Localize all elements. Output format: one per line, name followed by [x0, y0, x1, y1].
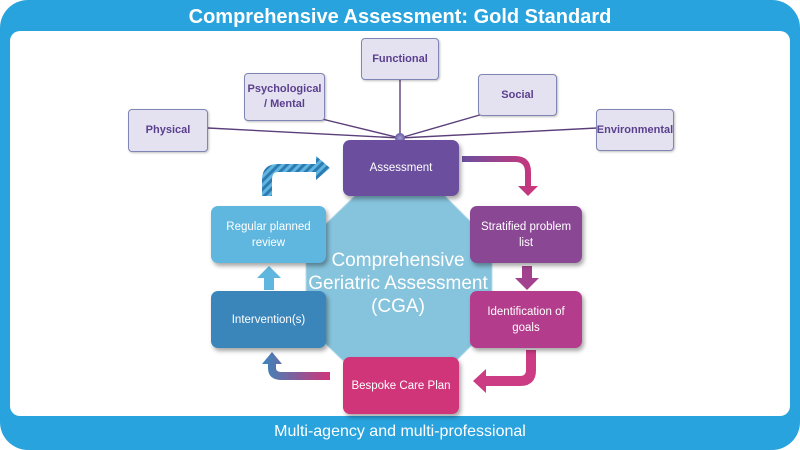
footer-caption: Multi-agency and multi-professional — [274, 423, 526, 440]
arrow-assessment-to-problem-list — [462, 156, 538, 196]
arrow-problem-list-to-goals — [515, 266, 539, 290]
cga-center-label: Comprehensive Geriatric Assessment (CGA) — [308, 249, 488, 317]
domain-physical: Physical — [128, 109, 208, 152]
domain-social: Social — [478, 74, 557, 116]
step-identification-of-goals: Identification of goals — [470, 291, 582, 348]
diagram-title: Comprehensive Assessment: Gold Standard — [188, 6, 612, 28]
step-bespoke-care-plan: Bespoke Care Plan — [343, 357, 459, 414]
step-regular-planned-review: Regular planned review — [211, 206, 326, 263]
arrow-review-to-assessment — [262, 156, 330, 196]
domain-environmental: Environmental — [596, 109, 674, 151]
arrow-intervention-to-review — [257, 266, 281, 290]
arrow-goals-to-care-plan — [473, 350, 536, 393]
domain-psychological-mental: Psychological / Mental — [244, 73, 325, 121]
step-assessment: Assessment — [343, 140, 459, 196]
step-interventions: Intervention(s) — [211, 291, 326, 348]
domain-functional: Functional — [361, 38, 439, 80]
arrow-care-plan-to-intervention — [262, 352, 330, 380]
step-stratified-problem-list: Stratified problem list — [470, 206, 582, 263]
